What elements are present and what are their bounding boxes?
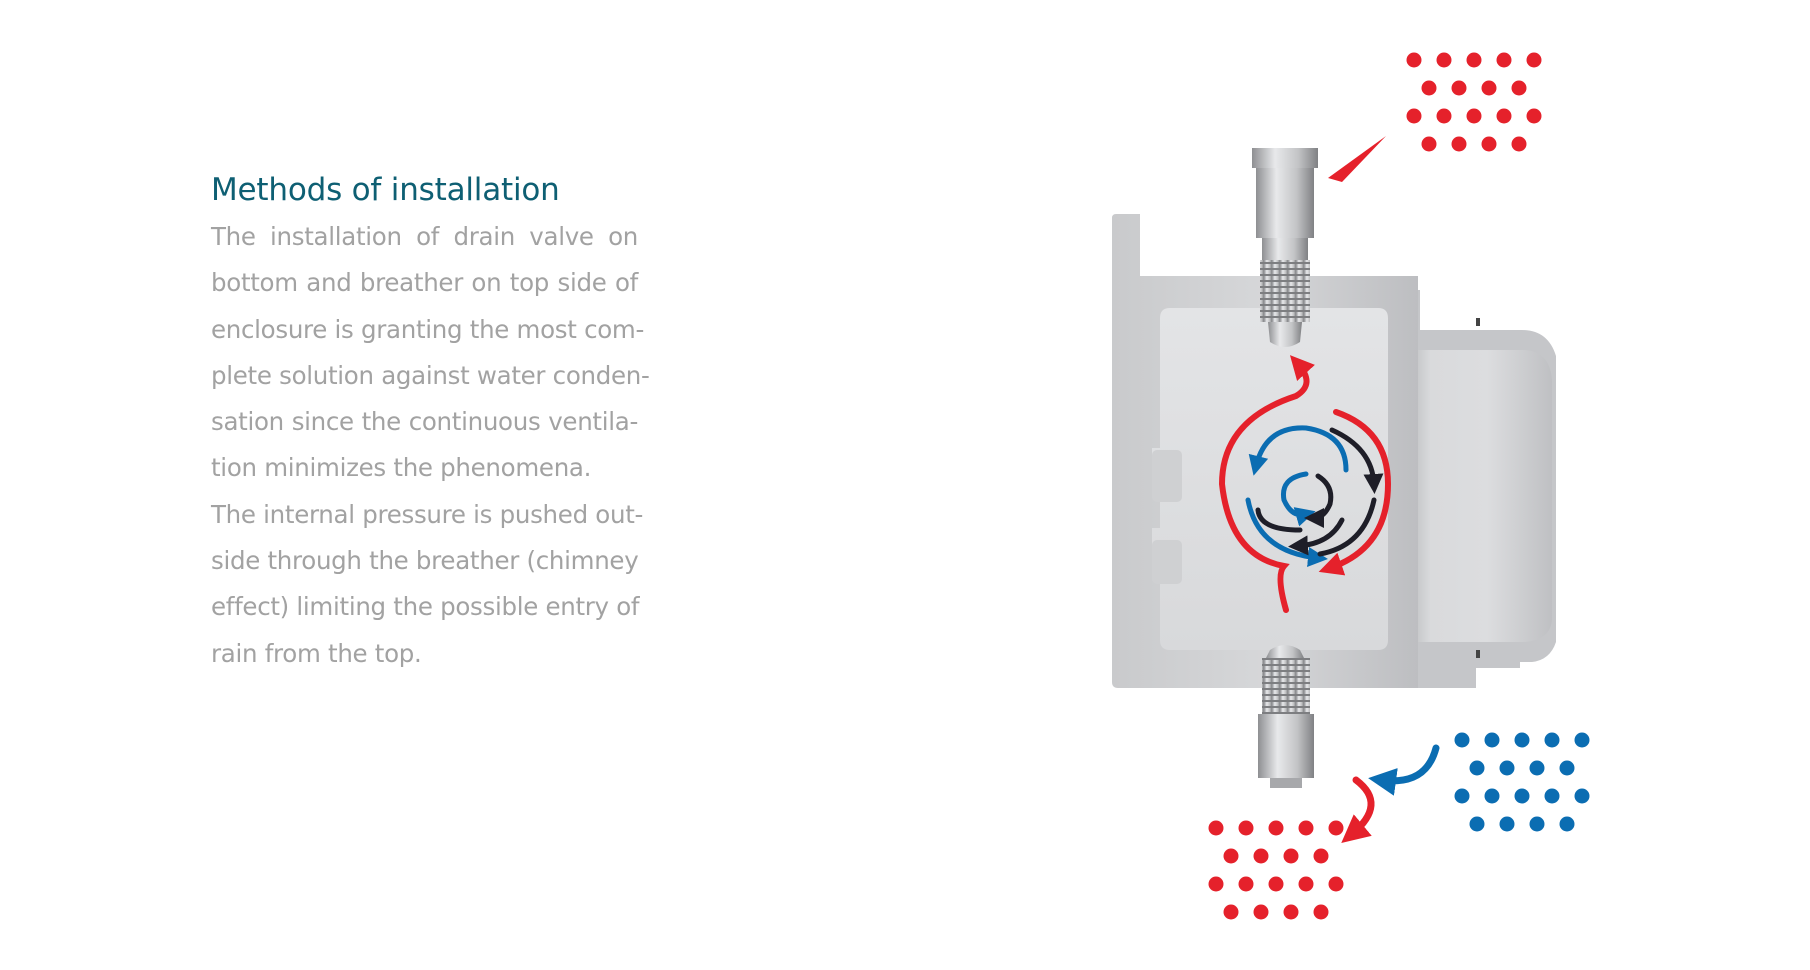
paragraph-line: enclosure is granting the most com-	[211, 314, 645, 344]
paragraph-line: rain from the top.	[211, 638, 422, 668]
paragraph-line: effect) limiting the possible entry of	[211, 592, 640, 622]
warm-air-outlet-arrow	[1328, 136, 1386, 182]
breather-valve-icon	[1252, 148, 1318, 347]
circulation-arrows-icon	[1218, 355, 1392, 613]
section-heading: Methods of installation	[211, 172, 560, 208]
paragraph-line: side through the breather (chimney	[211, 546, 639, 576]
paragraph-line: plete solution against water conden-	[211, 360, 650, 390]
warm-air-dots-icon	[1208, 820, 1344, 920]
cold-air-inlet-arrow	[1368, 744, 1440, 796]
warm-air-exit-arrow	[1341, 776, 1375, 843]
enclosure-cross-section-icon	[1112, 214, 1556, 688]
paragraph-line: The installation of drain valve on	[211, 222, 638, 251]
paragraph-line: The internal pressure is pushed out-	[211, 499, 644, 529]
paragraph-line: tion minimizes the phenomena.	[211, 453, 592, 483]
paragraph-line: bottom and breather on top side of	[211, 268, 638, 298]
drain-valve-icon	[1258, 645, 1314, 788]
text-section: Methods of installation The installation…	[211, 170, 650, 677]
paragraph-line: sation since the continuous ventila-	[211, 407, 638, 437]
cold-air-dots-icon	[1454, 732, 1590, 832]
warm-air-dots-icon	[1406, 52, 1542, 152]
